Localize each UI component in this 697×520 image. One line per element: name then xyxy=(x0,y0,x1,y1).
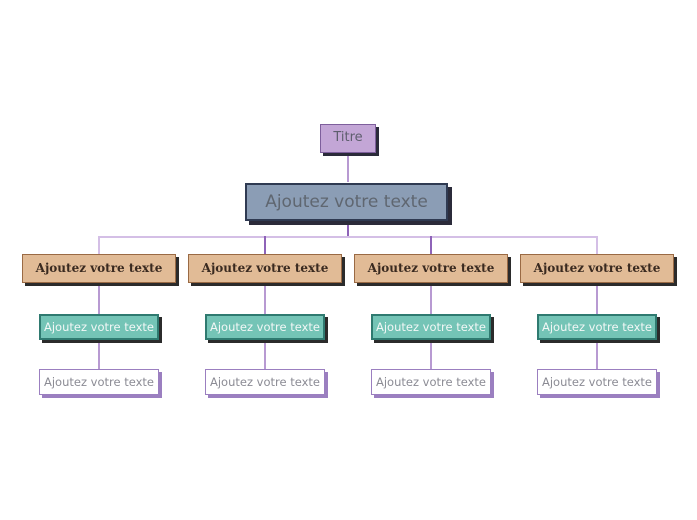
node-level3-2[interactable]: Ajoutez votre texte xyxy=(188,254,342,283)
connector-l4-l5-3 xyxy=(430,340,432,369)
node-level5-3[interactable]: Ajoutez votre texte xyxy=(371,369,491,395)
connector-banner-stem xyxy=(347,221,349,237)
node-level5-4[interactable]: Ajoutez votre texte xyxy=(537,369,657,395)
connector-l3-l4-1 xyxy=(98,283,100,315)
connector-l3-l4-3 xyxy=(430,283,432,315)
node-level3-4[interactable]: Ajoutez votre texte xyxy=(520,254,674,283)
connector-l4-l5-2 xyxy=(264,340,266,369)
node-level4-1[interactable]: Ajoutez votre texte xyxy=(39,314,159,340)
connector-l4-l5-1 xyxy=(98,340,100,369)
node-level3-3[interactable]: Ajoutez votre texte xyxy=(354,254,508,283)
node-level4-4[interactable]: Ajoutez votre texte xyxy=(537,314,657,340)
connector-bus-right xyxy=(347,236,598,238)
node-title[interactable]: Titre xyxy=(320,124,376,153)
connector-l3-l4-2 xyxy=(264,283,266,315)
connector-bus-drop-3 xyxy=(430,236,432,254)
node-level4-3[interactable]: Ajoutez votre texte xyxy=(371,314,491,340)
connector-bus-left xyxy=(98,236,348,238)
connector-bus-drop-1 xyxy=(98,236,100,254)
node-level5-1[interactable]: Ajoutez votre texte xyxy=(39,369,159,395)
connector-bus-drop-2 xyxy=(264,236,266,254)
connector-l4-l5-4 xyxy=(596,340,598,369)
node-level5-2[interactable]: Ajoutez votre texte xyxy=(205,369,325,395)
node-banner[interactable]: Ajoutez votre texte xyxy=(245,183,448,221)
node-level4-2[interactable]: Ajoutez votre texte xyxy=(205,314,325,340)
connector-l3-l4-4 xyxy=(596,283,598,315)
connector-bus-drop-4 xyxy=(596,236,598,254)
node-level3-1[interactable]: Ajoutez votre texte xyxy=(22,254,176,283)
connector-title-to-banner xyxy=(347,153,349,182)
